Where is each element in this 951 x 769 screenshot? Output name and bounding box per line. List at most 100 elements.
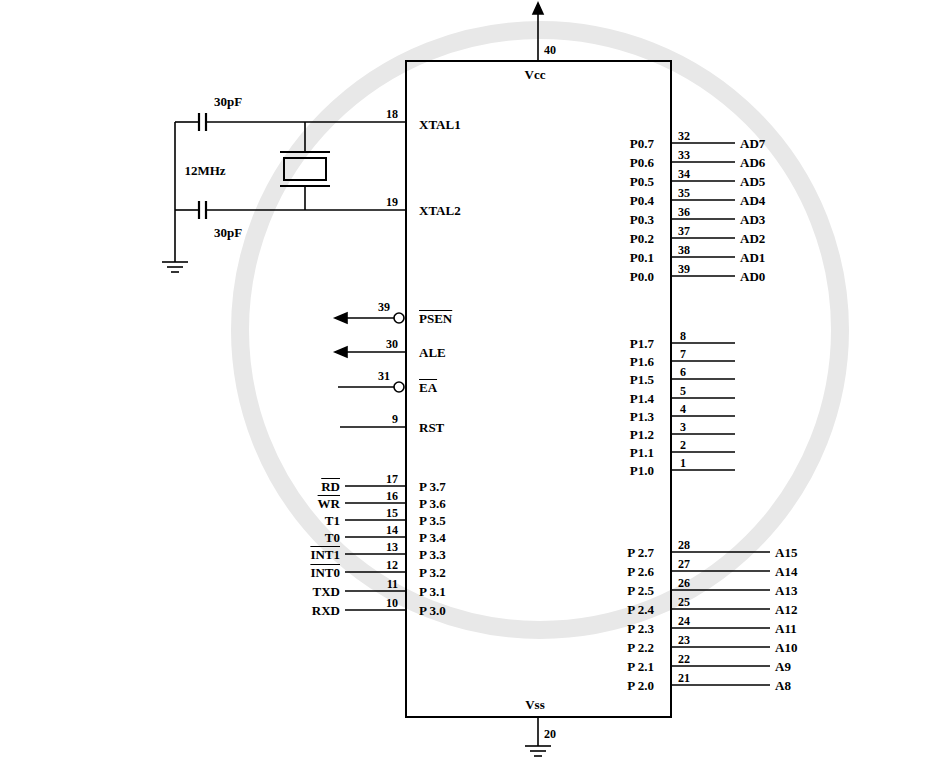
signal-name: T1 bbox=[325, 514, 340, 527]
ale-wire bbox=[345, 351, 405, 353]
inverter-bubble bbox=[394, 313, 404, 323]
pin-wire bbox=[672, 589, 770, 591]
wire bbox=[174, 122, 176, 262]
microcontroller-chip: VccXTAL1XTAL2PSENALEEARSTP 3.7P 3.6P 3.5… bbox=[405, 60, 672, 718]
pin-number: 28 bbox=[678, 539, 690, 551]
pin-name: P1.4 bbox=[630, 392, 654, 405]
pin-wire bbox=[672, 665, 770, 667]
ground-symbol bbox=[162, 261, 188, 263]
wire bbox=[304, 186, 306, 210]
signal-name: A15 bbox=[775, 546, 797, 559]
pin-wire bbox=[672, 342, 735, 344]
pin-number: 12 bbox=[386, 559, 398, 571]
pin-name: P 2.1 bbox=[627, 660, 654, 673]
pin-name: P1.6 bbox=[630, 355, 654, 368]
pin-wire bbox=[672, 551, 770, 553]
pin-name: P0.7 bbox=[630, 137, 654, 150]
pin-name: P0.4 bbox=[630, 194, 654, 207]
pin-wire bbox=[345, 502, 405, 504]
pin-number: 14 bbox=[386, 524, 398, 536]
signal-name: AD3 bbox=[740, 213, 765, 226]
pin-name: P1.3 bbox=[630, 410, 654, 423]
ground-symbol bbox=[530, 750, 546, 752]
pin-name: P 2.7 bbox=[627, 546, 654, 559]
pin-number: 9 bbox=[392, 413, 398, 425]
pin-name: EA bbox=[419, 381, 437, 394]
pin-wire bbox=[672, 646, 770, 648]
pin-name: P0.3 bbox=[630, 213, 654, 226]
pin-wire bbox=[672, 180, 735, 182]
pin-name: P1.5 bbox=[630, 373, 654, 386]
vcc-arrow bbox=[533, 3, 543, 14]
rst-wire bbox=[340, 426, 405, 428]
pin-wire bbox=[345, 536, 405, 538]
pin-number: 21 bbox=[678, 672, 690, 684]
pin-name: P0.0 bbox=[630, 270, 654, 283]
pin-wire bbox=[672, 378, 735, 380]
pin-number: 19 bbox=[386, 196, 398, 208]
pin-name: RST bbox=[419, 421, 444, 434]
ground-symbol bbox=[167, 266, 183, 268]
signal-name: RXD bbox=[312, 604, 340, 617]
pin-number: 16 bbox=[386, 490, 398, 502]
pin-wire bbox=[672, 451, 735, 453]
pin-name: P0.1 bbox=[630, 251, 654, 264]
pin-number: 4 bbox=[680, 403, 686, 415]
pin-wire bbox=[672, 161, 735, 163]
pin-wire bbox=[345, 609, 405, 611]
pin-wire bbox=[345, 571, 405, 573]
pin-number: 2 bbox=[680, 439, 686, 451]
pin-wire bbox=[672, 360, 735, 362]
pin-name: P 3.1 bbox=[419, 585, 446, 598]
pin-number: 36 bbox=[678, 206, 690, 218]
crystal-symbol bbox=[280, 185, 330, 187]
pin-number: 30 bbox=[386, 338, 398, 350]
pin-wire bbox=[345, 590, 405, 592]
pin-name: P 2.2 bbox=[627, 641, 654, 654]
pin-name: P 3.6 bbox=[419, 497, 446, 510]
capacitor-symbol bbox=[198, 113, 200, 131]
signal-name: AD5 bbox=[740, 175, 765, 188]
signal-name: INT0 bbox=[310, 566, 340, 579]
pin-number: 25 bbox=[678, 596, 690, 608]
pin-wire bbox=[672, 469, 735, 471]
pin-name: XTAL2 bbox=[419, 204, 461, 217]
crystal-symbol bbox=[284, 158, 326, 180]
signal-name: RD bbox=[321, 480, 340, 493]
pin-number: 33 bbox=[678, 149, 690, 161]
pin-name: P 3.2 bbox=[419, 566, 446, 579]
pin-wire bbox=[672, 142, 735, 144]
signal-name: INT1 bbox=[310, 548, 340, 561]
pin-wire bbox=[345, 485, 405, 487]
pin-number: 6 bbox=[680, 366, 686, 378]
pin-name: P 3.7 bbox=[419, 480, 446, 493]
pin-number: 20 bbox=[544, 728, 556, 740]
signal-name: AD7 bbox=[740, 137, 765, 150]
pin-name: P1.1 bbox=[630, 446, 654, 459]
signal-name: A13 bbox=[775, 584, 797, 597]
pin-number: 39 bbox=[378, 301, 390, 313]
pin-number: 32 bbox=[678, 130, 690, 142]
pin-number: 24 bbox=[678, 615, 690, 627]
ea-wire bbox=[338, 386, 394, 388]
output-arrow bbox=[335, 313, 347, 323]
capacitor-symbol bbox=[198, 201, 200, 219]
pin-number: 39 bbox=[678, 263, 690, 275]
pin-number: 7 bbox=[680, 348, 686, 360]
wire bbox=[304, 122, 306, 152]
pin-name: P 2.0 bbox=[627, 679, 654, 692]
pin-name: P1.0 bbox=[630, 464, 654, 477]
pin-name: P0.5 bbox=[630, 175, 654, 188]
pin-wire bbox=[345, 519, 405, 521]
pin-name: P0.2 bbox=[630, 232, 654, 245]
signal-name: AD6 bbox=[740, 156, 765, 169]
vcc-wire bbox=[537, 12, 539, 60]
pin-number: 35 bbox=[678, 187, 690, 199]
pin-name: P 2.3 bbox=[627, 622, 654, 635]
wire bbox=[175, 121, 199, 123]
pin-wire bbox=[672, 415, 735, 417]
crystal-symbol bbox=[280, 151, 330, 153]
signal-name: AD1 bbox=[740, 251, 765, 264]
pin-wire bbox=[672, 256, 735, 258]
pin-wire bbox=[672, 199, 735, 201]
